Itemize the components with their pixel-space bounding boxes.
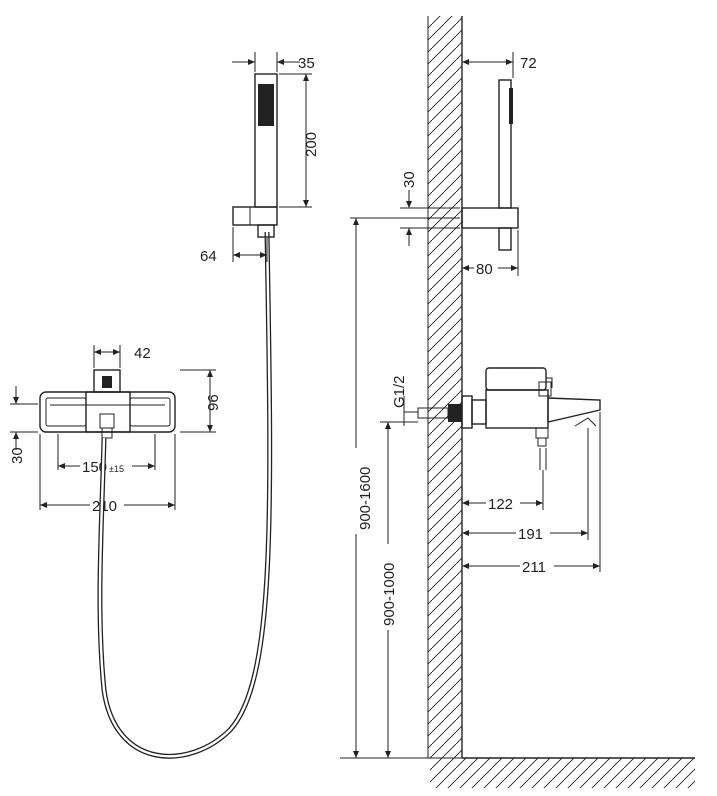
shower-hose bbox=[97, 231, 273, 759]
dim-side-80: 80 bbox=[462, 230, 519, 278]
thread-label: G1/2 bbox=[391, 375, 408, 408]
dim-front-96: 96 bbox=[180, 369, 222, 433]
dim-hand-35: 35 bbox=[232, 52, 315, 72]
hand-shower bbox=[232, 73, 278, 238]
dim-hand-200: 200 bbox=[279, 73, 320, 208]
floor-section bbox=[340, 757, 695, 788]
dim-side-122-label: 122 bbox=[488, 496, 513, 513]
side-hand-shower bbox=[461, 79, 519, 251]
dim-side-80-label: 80 bbox=[476, 261, 493, 278]
dim-side-30-label: 30 bbox=[401, 171, 418, 188]
mixer-front-view bbox=[39, 369, 176, 439]
dim-side-211-label: 211 bbox=[522, 559, 546, 576]
dim-side-30: 30 bbox=[400, 171, 460, 246]
dim-hand-200-label: 200 bbox=[303, 132, 320, 157]
wall-section bbox=[427, 16, 463, 758]
dim-hand-64-label: 64 bbox=[200, 248, 217, 265]
dim-front-42: 42 bbox=[93, 345, 151, 368]
dim-front-96-label: 96 bbox=[205, 394, 222, 411]
dim-front-30-label: 30 bbox=[9, 447, 26, 464]
dim-side-191-label: 191 bbox=[518, 526, 543, 543]
thread-callout: G1/2 bbox=[391, 375, 418, 426]
dim-side-72-label: 72 bbox=[520, 55, 537, 72]
dim-side-122: 122 bbox=[462, 470, 544, 513]
dim-front-210: 210 bbox=[39, 434, 176, 515]
dim-side-72: 72 bbox=[461, 52, 537, 78]
dim-front-210-label: 210 bbox=[92, 498, 117, 515]
dim-bracket-mount-height-label: 900-1600 bbox=[357, 467, 374, 530]
dim-side-211: 211 bbox=[462, 412, 601, 576]
dim-mixer-mount-height: 900-1000 bbox=[380, 421, 418, 758]
dim-mixer-mount-height-label: 900-1000 bbox=[381, 563, 398, 626]
dim-hand-64: 64 bbox=[200, 227, 268, 265]
dim-front-150: 150 ±15 bbox=[57, 434, 156, 476]
side-mixer bbox=[417, 367, 601, 470]
dim-front-42-label: 42 bbox=[134, 345, 151, 362]
dim-hand-35-label: 35 bbox=[298, 55, 315, 72]
dim-front-150-tolerance: ±15 bbox=[109, 464, 124, 474]
dim-side-191: 191 bbox=[462, 428, 589, 543]
dim-front-30: 30 bbox=[9, 386, 38, 464]
dim-bracket-mount-height: 900-1600 bbox=[348, 217, 460, 758]
